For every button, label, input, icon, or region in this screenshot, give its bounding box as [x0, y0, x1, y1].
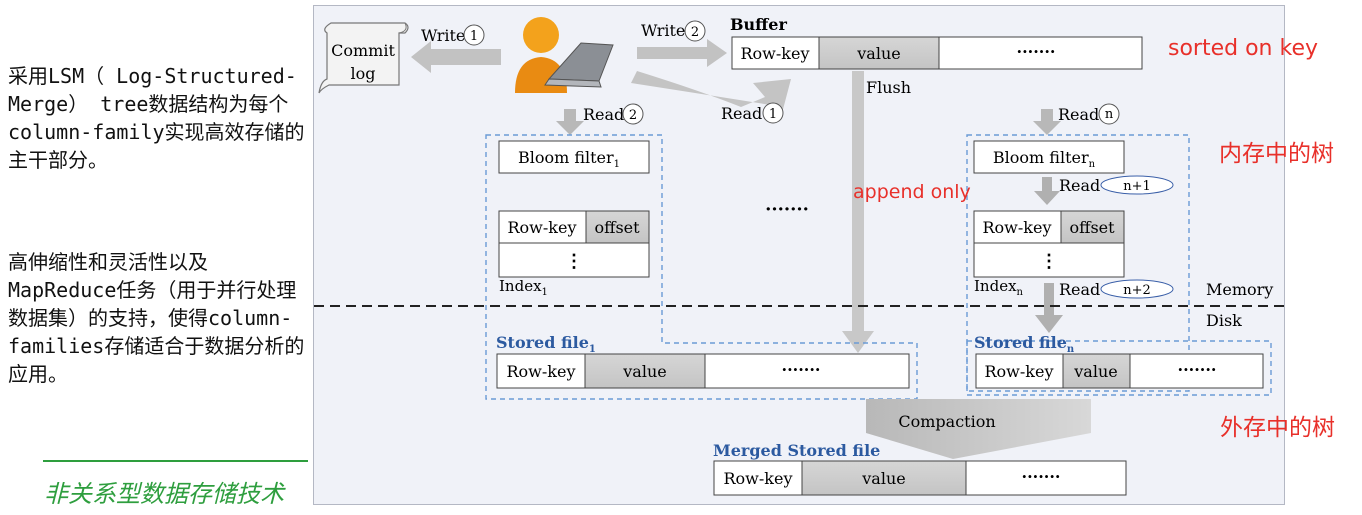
append-only-annotation: append only — [853, 181, 971, 203]
read-n2-number: n+2 — [1123, 283, 1151, 298]
svg-text:Stored filen: Stored filen — [974, 333, 1075, 355]
description-paragraph-1: 采用LSM（ Log-Structured-Merge） tree数据结构为每个… — [8, 64, 305, 172]
index-1-offset: offset — [594, 218, 640, 237]
index-n-label: Index — [974, 277, 1017, 295]
write-1-number-circle — [463, 24, 485, 46]
tree-1-dashed-region — [485, 134, 918, 400]
read-n1-arrow — [1034, 177, 1060, 205]
memory-label: Memory — [1206, 280, 1273, 299]
buffer-ellipsis: ······· — [1017, 42, 1056, 61]
read-1-label: Read — [721, 104, 762, 123]
bloom-filter-n: Bloom filtern — [973, 140, 1125, 174]
bloom-filter-1-subscript: 1 — [614, 159, 620, 170]
read-2-label: Read — [583, 105, 624, 124]
svg-text:Indexn: Indexn — [974, 277, 1024, 298]
in-memory-tree-annotation: 内存中的树 — [1219, 141, 1334, 167]
svg-text:Stored file1: Stored file1 — [496, 333, 596, 355]
index-n-offset: offset — [1069, 218, 1115, 237]
read-2-arrow — [556, 109, 584, 135]
bloom-filter-n-label: Bloom filter — [993, 148, 1089, 167]
middle-ellipsis: ······· — [765, 199, 809, 220]
bloom-filter-1-label: Bloom filter — [518, 148, 614, 167]
merged-stored-file-title: Merged Stored file — [713, 441, 880, 460]
stored-file-1-value: value — [622, 362, 666, 381]
write-1-label: Write — [421, 26, 465, 45]
stored-file-n-subscript: n — [1067, 344, 1075, 355]
disk-label: Disk — [1206, 311, 1242, 330]
read-n-arrow — [1033, 109, 1061, 135]
index-1-row-key: Row-key — [508, 218, 577, 237]
index-1-table: Row-key offset ⋮ — [498, 210, 650, 278]
stored-file-1-row: Row-key value ······· — [496, 353, 910, 389]
read-1-curved-arrow — [631, 71, 791, 117]
stored-file-1-ellipsis: ······· — [782, 360, 821, 379]
on-disk-tree-annotation: 外存中的树 — [1220, 415, 1335, 441]
svg-text:Bloom filter1: Bloom filter1 — [518, 148, 620, 170]
bloom-filter-n-subscript: n — [1089, 159, 1096, 170]
buffer-row: Row-key value ······· — [731, 36, 1143, 70]
buffer-row-key: Row-key — [741, 44, 810, 63]
stored-file-n-ellipsis: ······· — [1178, 360, 1217, 379]
footer-title: 非关系型数据存储技术 — [44, 480, 284, 508]
description-paragraph-2: 高伸缩性和灵活性以及MapReduce任务（用于并行处理数据集）的支持，使得co… — [8, 250, 305, 386]
read-n1-oval — [1100, 175, 1174, 195]
write-1-arrow — [411, 41, 501, 73]
compaction-arrow — [866, 399, 1091, 459]
stored-file-1-title: Stored file — [496, 333, 589, 352]
read-2-number: 2 — [629, 108, 637, 123]
index-n-subscript: n — [1017, 287, 1024, 298]
write-2-number-circle — [684, 20, 706, 42]
bloom-filter-1: Bloom filter1 — [498, 140, 650, 174]
index-n-row-key: Row-key — [983, 218, 1052, 237]
read-n-number: n — [1105, 107, 1114, 122]
merged-row-key: Row-key — [724, 469, 793, 488]
stored-file-n-row: Row-key value ······· — [975, 353, 1264, 389]
flush-arrow — [842, 71, 874, 353]
svg-text:Index1: Index1 — [499, 277, 548, 298]
stored-file-n-value: value — [1073, 362, 1117, 381]
merged-ellipsis: ······· — [1022, 467, 1061, 486]
footer-divider — [43, 460, 308, 462]
index-1-vdots: ⋮ — [565, 251, 583, 272]
merged-value: value — [861, 469, 905, 488]
tree-n-dashed-region-upper — [966, 134, 1190, 392]
commit-log-label-2: log — [351, 64, 376, 83]
write-2-arrow — [637, 39, 727, 67]
buffer-title: Buffer — [730, 15, 787, 34]
read-1-number: 1 — [769, 107, 777, 122]
index-n-table: Row-key offset ⋮ — [973, 210, 1125, 278]
user-laptop-icon — [515, 17, 614, 93]
read-n2-label: Read — [1059, 280, 1100, 299]
index-1-subscript: 1 — [542, 287, 548, 298]
read-n-label: Read — [1058, 105, 1099, 124]
write-1-number: 1 — [470, 29, 478, 44]
flush-label: Flush — [866, 78, 911, 97]
read-n-number-circle — [1098, 103, 1120, 125]
stored-file-1-subscript: 1 — [589, 344, 596, 355]
read-n1-label: Read — [1059, 176, 1100, 195]
lsm-diagram: Commit log Write 1 Write 2 Buffer Row-ke… — [314, 15, 1284, 496]
compaction-label: Compaction — [898, 412, 995, 431]
index-n-vdots: ⋮ — [1040, 251, 1058, 272]
read-n1-number: n+1 — [1123, 179, 1151, 194]
read-1-number-circle — [762, 102, 784, 124]
read-n2-arrow — [1035, 283, 1063, 333]
stored-file-n-row-key: Row-key — [985, 362, 1054, 381]
commit-log-scroll: Commit log — [318, 22, 409, 94]
merged-stored-file-row: Row-key value ······· — [713, 460, 1127, 496]
sorted-on-key-annotation: sorted on key — [1168, 36, 1318, 61]
svg-text:Bloom filtern: Bloom filtern — [993, 148, 1096, 170]
write-2-number: 2 — [691, 25, 699, 40]
buffer-value: value — [856, 44, 900, 63]
write-2-label: Write — [641, 21, 685, 40]
tree-n-dashed-region-lower — [966, 340, 1272, 396]
lsm-diagram-panel: Commit log Write 1 Write 2 Buffer Row-ke… — [313, 5, 1285, 505]
read-n2-oval — [1100, 279, 1174, 299]
index-1-label: Index — [499, 277, 542, 295]
stored-file-n-title: Stored file — [974, 333, 1067, 352]
commit-log-label-1: Commit — [331, 41, 395, 60]
read-2-number-circle — [622, 103, 644, 125]
stored-file-1-row-key: Row-key — [507, 362, 576, 381]
